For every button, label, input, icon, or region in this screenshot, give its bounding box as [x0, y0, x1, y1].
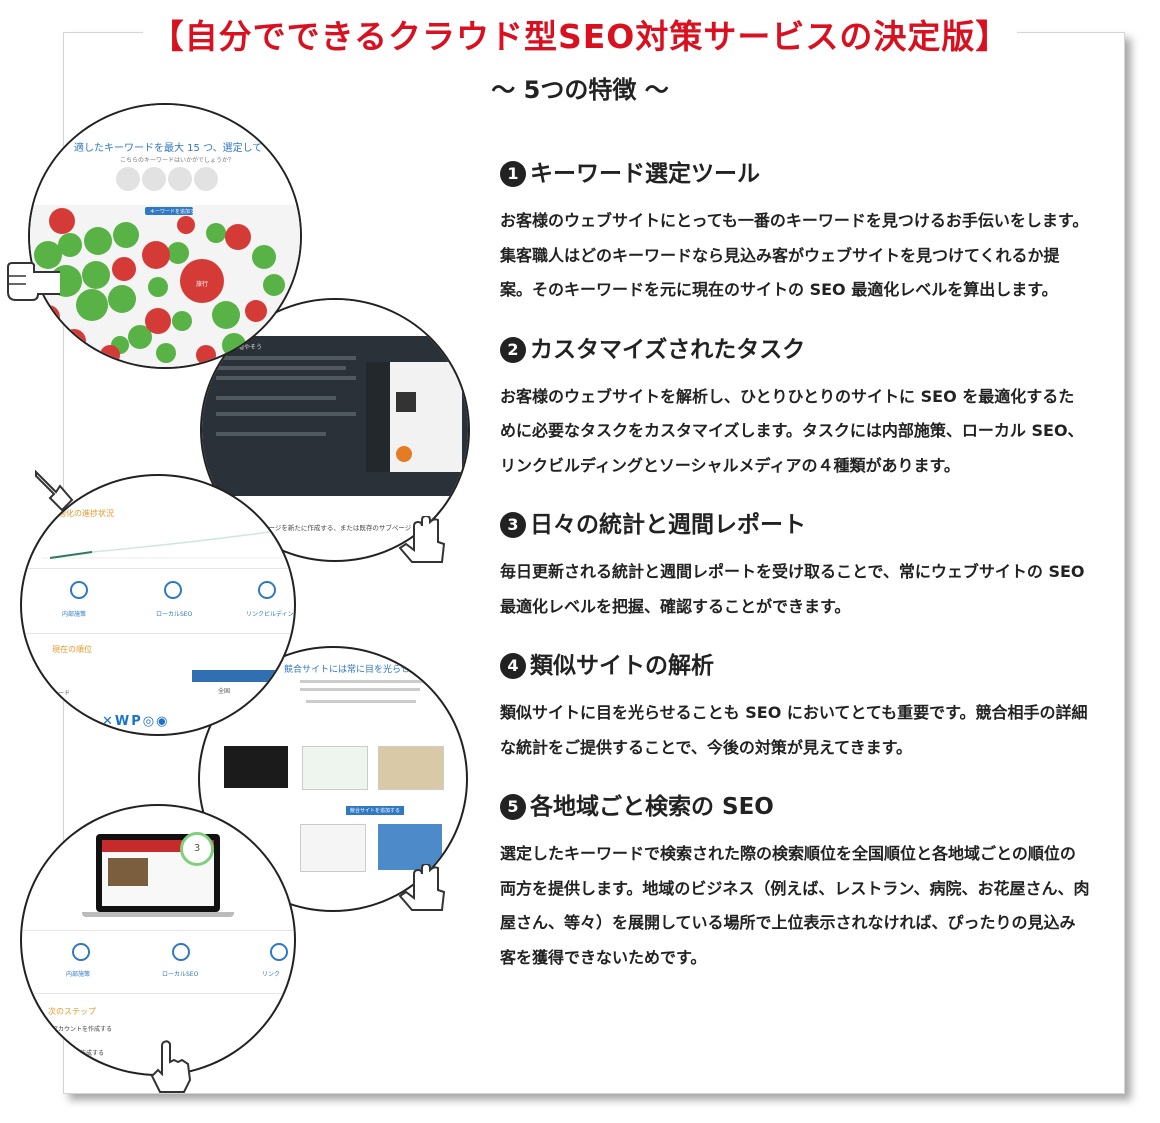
add-keyword-button[interactable]: キーワードを追加する: [150, 209, 201, 215]
local-seo-icon: [164, 581, 182, 599]
tasks-link[interactable]: ページを新たに作成する、または既存のサブページ: [262, 524, 412, 532]
pointer-hand-icon: [398, 516, 446, 563]
tasks-heading: を増やそう: [232, 344, 263, 351]
pointer-hand-icon: [35, 469, 74, 512]
feature-body: 類似サイトに目を光らせることも SEO においてとても重要です。競合相手の詳細な…: [500, 703, 1088, 757]
link-building-icon: [258, 581, 276, 599]
add-competitor-button[interactable]: 競合サイトを追加する: [346, 806, 405, 815]
competitor-thumb: [378, 824, 442, 870]
step-item-link[interactable]: リンク: [262, 971, 281, 978]
competitor-thumb: [224, 746, 288, 788]
feature-body: 毎日更新される統計と週間レポートを受け取ることで、常にウェブサイトの SEO 最…: [500, 562, 1085, 616]
step-item-local[interactable]: ローカルSEO: [162, 971, 199, 978]
feature-number: 2: [500, 336, 526, 363]
onpage-icon: [70, 581, 88, 599]
region-col: 全国: [218, 688, 231, 695]
next-steps-label: 次のステップ: [48, 1007, 96, 1016]
progress-badge-value: 3: [193, 843, 201, 854]
keyword-col: ード: [58, 690, 71, 697]
dash-item-onpage[interactable]: 内部施策: [62, 611, 87, 618]
page-subtitle: ～ 5つの特徴 ～: [491, 76, 669, 104]
rank-label: 現在の順位: [52, 645, 92, 654]
competitor-thumb: [378, 746, 444, 790]
competitor-thumb: [300, 824, 366, 872]
dash-item-link[interactable]: リンクビルディング: [246, 611, 296, 618]
keyword-tool-screenshot: 適したキーワードを最大 15 つ、選定してください。 こちらのキーワードはいかが…: [28, 103, 302, 369]
feature-number: 4: [500, 653, 526, 679]
step-create-account[interactable]: アカウントを作成する: [52, 1026, 113, 1033]
feature-body: お客様のウェブサイトにとっても一番のキーワードを見つけるお手伝いをします。集客職…: [500, 211, 1089, 299]
feature-number: 5: [500, 794, 526, 820]
keyword-tool-heading: 適したキーワードを最大 15 つ、選定してください。: [74, 143, 302, 154]
logo-strip: ✕WP◎◉: [102, 714, 170, 729]
step-create[interactable]: を作成する: [74, 1050, 105, 1057]
pointer-hand-icon: [150, 1040, 192, 1093]
local-seo-icon: [172, 943, 190, 961]
keyword-bubble-label: 旅行: [196, 281, 209, 288]
dashboard-screenshot: 最適化の進捗状況 内部施策 ローカルSEO リンクビルディング 現在の順位 全国…: [20, 474, 296, 736]
onpage-icon: [72, 943, 90, 961]
feature-body: お客様のウェブサイトを解析し、ひとりひとりのサイトに SEO を最適化するために…: [500, 386, 1084, 475]
feature-number: 3: [500, 512, 526, 538]
pointer-hand-icon: [398, 864, 446, 911]
feature-body: 選定したキーワードで検索された際の検索順位を全国順位と各地域ごとの順位の両方を提…: [500, 844, 1090, 967]
link-icon: [270, 943, 288, 961]
page-title: 【自分でできるクラウド型SEO対策サービスの決定版】: [0, 10, 1160, 58]
pointer-hand-icon: [7, 262, 60, 301]
progress-label: 最適化の進捗状況: [50, 509, 114, 518]
competitors-heading: 競合サイトには常に目を光らせておこ: [284, 665, 437, 675]
progress-line: [42, 529, 285, 559]
competitor-thumb: [302, 746, 368, 790]
dash-item-local[interactable]: ローカルSEO: [156, 611, 193, 618]
feature-number: 1: [500, 161, 526, 187]
next-steps-screenshot: 3 内部施策 ローカルSEO リンク 次のステップ アカウントを作成する を作成…: [20, 804, 296, 1076]
wordpress-panel: [366, 362, 462, 472]
progress-badge: 3: [180, 832, 214, 866]
step-item-onpage[interactable]: 内部施策: [66, 971, 91, 978]
keyword-tool-question: こちらのキーワードはいかがでしょうか？: [120, 157, 235, 164]
